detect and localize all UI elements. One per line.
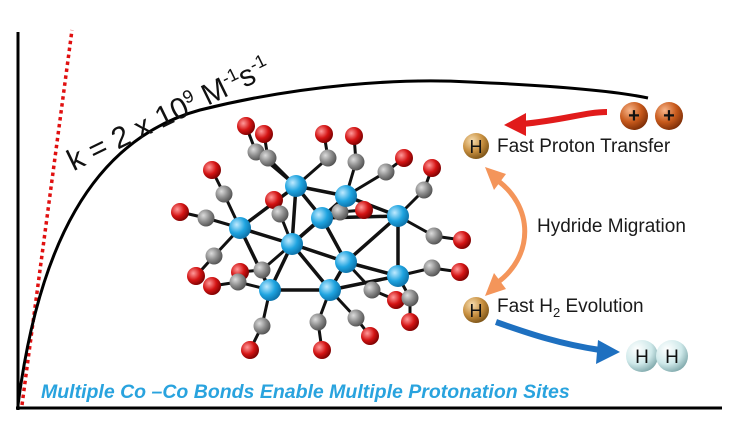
oxygen-atom <box>241 341 259 359</box>
oxygen-atom <box>237 117 255 135</box>
carbon-atom <box>197 209 215 227</box>
hydrogen-ball: H <box>463 133 489 159</box>
bond <box>238 226 272 292</box>
red-arrow-shaft <box>521 109 608 127</box>
red-arrowhead <box>504 113 526 136</box>
carbon-atom <box>347 153 365 171</box>
proton-ball: + <box>620 102 648 130</box>
svg-text:H: H <box>470 137 483 157</box>
oxygen-atom <box>313 341 331 359</box>
cobalt-atom <box>335 185 357 207</box>
oxygen-atom <box>255 125 273 143</box>
oxygen-atom <box>453 231 471 249</box>
hydride-migration-arrow <box>492 175 528 288</box>
oxygen-atom <box>361 327 379 345</box>
carbon-atom <box>415 181 433 199</box>
cobalt-atom <box>229 217 251 239</box>
carbon-atom <box>253 261 271 279</box>
svg-text:H: H <box>665 347 679 368</box>
fast-h2-evolution-label: Fast H2 Evolution <box>497 296 644 320</box>
oxygen-atom <box>387 291 405 309</box>
cobalt-atom <box>387 205 409 227</box>
cobalt-atom <box>387 265 409 287</box>
carbon-atom <box>309 313 327 331</box>
cobalt-atom <box>335 251 357 273</box>
svg-text:+: + <box>663 105 675 127</box>
carbon-atom <box>319 149 337 167</box>
bond <box>344 214 400 264</box>
proton-ball: + <box>655 102 683 130</box>
carbon-atom <box>259 149 277 167</box>
oxygen-atom <box>401 313 419 331</box>
carbon-atom <box>401 289 419 307</box>
blue-arrowhead <box>596 340 620 364</box>
bond <box>238 184 298 230</box>
svg-text:+: + <box>628 105 640 127</box>
oxygen-atom <box>203 277 221 295</box>
carbon-atom <box>425 227 443 245</box>
carbon-atom <box>215 185 233 203</box>
oxygen-atom <box>345 127 363 145</box>
fast-proton-transfer-label: Fast Proton Transfer <box>497 136 671 157</box>
oxygen-atom <box>355 201 373 219</box>
svg-text:H: H <box>470 301 483 321</box>
oxygen-atom <box>187 267 205 285</box>
carbon-atom <box>331 203 349 221</box>
migration-arrowhead-top <box>485 167 506 190</box>
hydride-migration-label: Hydride Migration <box>537 216 686 237</box>
hydrogen-ball: H <box>463 297 489 323</box>
migration-arrowhead-bottom <box>485 273 506 296</box>
oxygen-atom <box>315 125 333 143</box>
blue-arrow-shaft <box>495 319 601 353</box>
cobalt-atom <box>285 175 307 197</box>
oxygen-atom <box>265 191 283 209</box>
oxygen-atom <box>171 203 189 221</box>
carbon-atom <box>205 247 223 265</box>
carbon-atom <box>271 205 289 223</box>
cobalt-atom <box>259 279 281 301</box>
cobalt-carbonyl-cluster <box>171 117 471 359</box>
carbon-atom <box>253 317 271 335</box>
cobalt-atom <box>281 233 303 255</box>
carbon-atom <box>363 281 381 299</box>
carbon-atom <box>423 259 441 277</box>
caption: Multiple Co –Co Bonds Enable Multiple Pr… <box>41 381 570 403</box>
carbon-atom <box>229 273 247 291</box>
carbon-atom <box>377 163 395 181</box>
dotted-reference-line <box>20 29 74 406</box>
rate-curve <box>16 79 649 406</box>
oxygen-atom <box>451 263 469 281</box>
cobalt-atom <box>319 279 341 301</box>
oxygen-atom <box>423 159 441 177</box>
cobalt-atom <box>311 207 333 229</box>
svg-text:H: H <box>635 347 649 368</box>
oxygen-atom <box>395 149 413 167</box>
carbon-atom <box>347 309 365 327</box>
oxygen-atom <box>203 161 221 179</box>
h2-molecule: H H <box>626 340 688 372</box>
